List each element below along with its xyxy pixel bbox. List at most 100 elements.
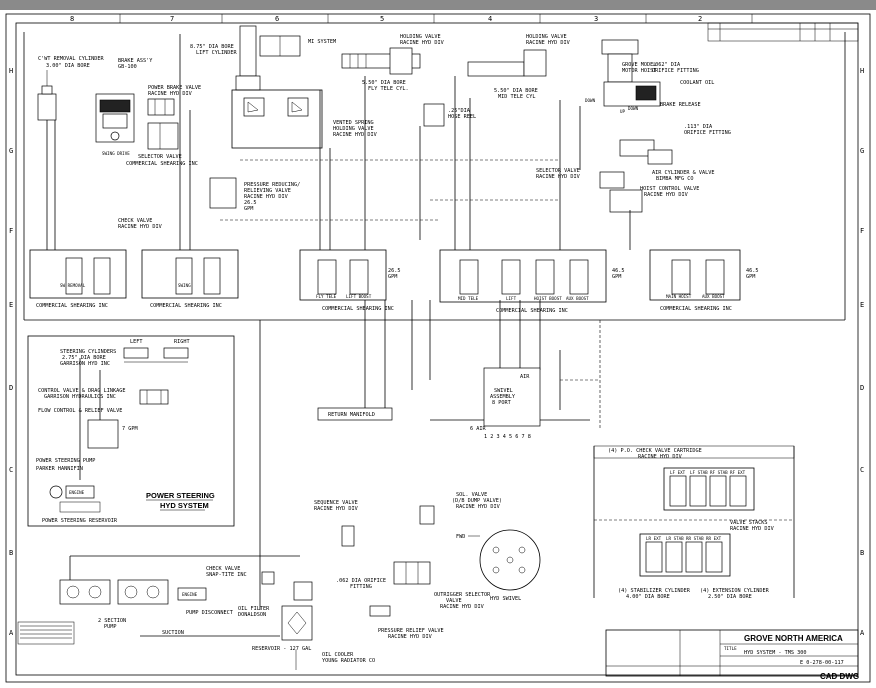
main-piping xyxy=(23,32,846,610)
lift-boost-bank: LIFT BOOST xyxy=(346,294,372,299)
power-steering-reservoir-label: POWER STEERING RESERVOIR xyxy=(42,518,118,524)
hyd-swivel-label: HYD SWIVEL xyxy=(490,596,521,602)
cad-dwg-label: CAD DWG xyxy=(820,672,859,681)
power-steering-system: STEERING CYLINDERS 2.75" DIA BORE GARRIS… xyxy=(27,335,235,527)
coolant-oil-label: COOLANT OIL xyxy=(680,80,714,86)
swing-drive-label: SWING DRIVE xyxy=(102,151,130,156)
control-valve-drag-label: CONTROL VALVE & DRAG LINKAGE xyxy=(38,388,125,394)
holding-valve-div-1: RACINE HYD DIV xyxy=(333,132,377,138)
valve-bank-5: MAIN HOIST AUX BOOST COMMERCIAL SHEARING… xyxy=(649,249,759,312)
outrigger-selector-div: RACINE HYD DIV xyxy=(440,604,484,610)
steering-bore-label: 2.75" DIA BORE xyxy=(62,355,106,361)
hose-reel: .25"DIA HOSE REEL xyxy=(423,103,476,127)
gpm-265-b: 26.5 xyxy=(388,268,401,274)
grid-E: E xyxy=(9,301,13,309)
swivel-assembly: SWIVEL ASSEMBLY 8 PORT AIR 6 AIR 1 2 3 4… xyxy=(470,367,541,440)
hose-reel-label: HOSE REEL xyxy=(448,114,476,120)
grid-A-right: A xyxy=(860,629,865,637)
rf-ext-label: RF EXT xyxy=(730,470,746,475)
gpm-d: GPM xyxy=(746,274,755,280)
oil-cooler-label: OIL COOLER xyxy=(322,652,354,658)
oil-filter-label: OIL FILTER xyxy=(238,606,270,612)
lf-ext-label: LF EXT xyxy=(670,470,686,475)
lift-cylinder: 8.75" DIA BORE LIFT CYLINDER xyxy=(190,25,323,149)
gpm-a: GPM xyxy=(244,206,253,212)
fly-tele-bore: 5.50" DIA BORE xyxy=(362,80,406,86)
lift-cylinder-label: LIFT CYLINDER xyxy=(196,50,237,56)
young-radiator-label: YOUNG RADIATOR CO xyxy=(322,658,375,664)
cwt-cylinder-label: C'WT REMOVAL CYLINDER xyxy=(38,56,104,62)
grid-H-right: H xyxy=(860,67,864,75)
grove-model-label: GROVE MODEL xyxy=(622,62,656,68)
outer-border xyxy=(5,13,871,683)
mid-tele-cyl: MID TELE CYL xyxy=(498,94,535,100)
pump-group: ENGINE PUMP DISCONNECT 2 SECTION PUMP SU… xyxy=(59,555,300,637)
brake-release-label: BRAKE RELEASE xyxy=(660,102,701,108)
pump-hannifin-label: PARKER HANNIFIN xyxy=(36,466,83,472)
holding-valve-div-3: RACINE HYD DIV xyxy=(526,40,570,46)
up-label: UP xyxy=(620,109,626,114)
power-brake-valve-div: RACINE HYD DIV xyxy=(148,91,192,97)
revision-block xyxy=(707,22,859,42)
valve-stacks-div: RACINE HYD DIV xyxy=(730,526,774,532)
lf-stab-label: LF STAB xyxy=(690,470,708,475)
grid-B-right: B xyxy=(860,549,864,557)
orifice-113-fitting: ORIFICE FITTING xyxy=(684,130,731,136)
grid-D: D xyxy=(9,384,13,392)
pump-disconnect-label: PUMP DISCONNECT xyxy=(186,610,233,616)
gpm-c: GPM xyxy=(612,274,621,280)
sequence-valve-label: SEQUENCE VALVE xyxy=(314,500,358,506)
selector-valve-right xyxy=(599,171,625,189)
notes-block xyxy=(17,621,75,645)
gpm-b: GPM xyxy=(388,274,397,280)
rr-ext-label: RR EXT xyxy=(706,536,722,541)
sequence-valve-div: RACINE HYD DIV xyxy=(314,506,358,512)
hyd-swivel: HYD SWIVEL FWD xyxy=(456,529,541,602)
orifice-062-label: .062" DIA xyxy=(652,62,681,68)
left-label: LEFT xyxy=(130,339,143,345)
grid-8: 8 xyxy=(70,15,74,23)
power-brake-valve-label: POWER BRAKE VALVE xyxy=(148,85,201,91)
orifice-062b-label: .062 DIA ORIFICE xyxy=(336,578,386,584)
window-title-bar xyxy=(0,0,876,10)
mid-tele-bore: 5.50" DIA BORE xyxy=(494,88,538,94)
brake-model-label: GB-100 xyxy=(118,64,137,70)
bank2-company: COMMERCIAL SHEARING INC xyxy=(150,303,222,309)
check-valve-div: RACINE HYD DIV xyxy=(118,224,162,230)
extension-bore-label: 2.50" DIA BORE xyxy=(708,594,752,600)
sw-removal-label: SW REMOVAL xyxy=(60,283,86,288)
hoist-boost-bank: HOIST BOOST xyxy=(534,296,562,301)
grid-B: B xyxy=(9,549,13,557)
check-valve-snap-tite: CHECK VALVE SNAP-TITE INC xyxy=(206,566,275,585)
bank1-company: COMMERCIAL SHEARING INC xyxy=(36,303,108,309)
power-steering-title-1: POWER STEERING xyxy=(146,491,215,500)
fly-tele-cylinder: HOLDING VALVE RACINE HYD DIV 5.50" DIA B… xyxy=(341,34,444,92)
pressure-reducing-valve: PRESSURE REDUCING/ RELIEVING VALVE RACIN… xyxy=(209,177,300,212)
sol-valve: SOL. VALVE (D/B DUMP VALVE) RACINE HYD D… xyxy=(419,492,502,525)
lift-bank: LIFT xyxy=(506,296,517,301)
holding-valve-label-3: HOLDING VALVE xyxy=(526,34,567,40)
engine-label-2: ENGINE xyxy=(182,592,198,597)
grid-H: H xyxy=(9,67,13,75)
vented-spring-label: VENTED SPRING xyxy=(333,120,374,126)
outrigger-selector-label: OUTRIGGER SELECTOR xyxy=(434,592,491,598)
grid-4: 4 xyxy=(488,15,492,23)
lift-cylinder-bore: 8.75" DIA BORE xyxy=(190,44,234,50)
oil-filter: OIL FILTER DONALDSON RESERVOIR - 127 GAL… xyxy=(238,581,375,670)
mi-system-label: MI SYSTEM xyxy=(308,39,336,45)
hydraulic-schematic: 8 7 6 5 4 3 2 H G F E D C B A H G F E D … xyxy=(5,13,871,683)
air-label: AIR xyxy=(520,374,530,380)
extension-cyl-label: (4) EXTENSION CYLINDER xyxy=(700,588,770,594)
grid-C-right: C xyxy=(860,466,864,474)
drawing-number: E 0-278-00-117 xyxy=(800,660,844,666)
air-cylinder-label: AIR CYLINDER & VALVE xyxy=(652,170,714,176)
grid-2: 2 xyxy=(698,15,702,23)
valve-bank-2: SWING COMMERCIAL SHEARING INC xyxy=(141,249,239,309)
pressure-reducing-label: PRESSURE REDUCING/ xyxy=(244,182,300,188)
power-steering-pump-label: POWER STEERING PUMP xyxy=(36,458,95,464)
selector-valve-right-label: SELECTOR VALVE xyxy=(536,168,580,174)
fly-tele-bank: FLY TELE xyxy=(316,294,337,299)
pressure-relief-div: RACINE HYD DIV xyxy=(388,634,432,640)
cwt-removal-cylinder: C'WT REMOVAL CYLINDER 3.00" DIA BORE xyxy=(37,56,104,250)
fly-tele-cyl: FLY TELE CYL. xyxy=(368,86,409,92)
